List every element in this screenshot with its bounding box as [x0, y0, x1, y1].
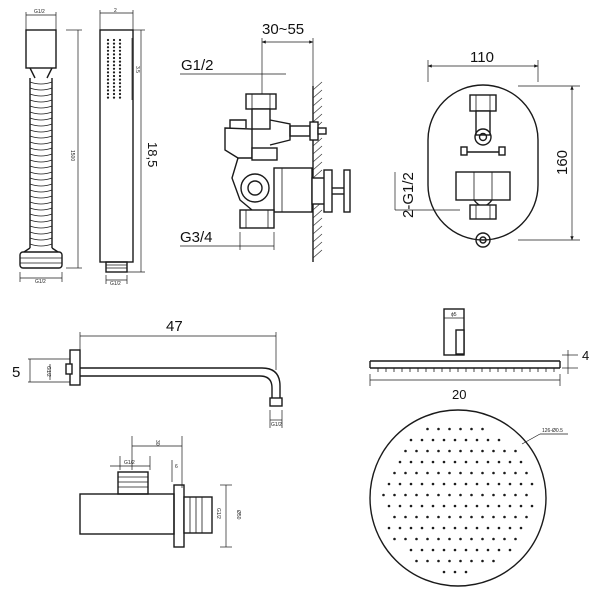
wall-outlet-drawing: 30 G1/2 6 G1/2 Ø50	[79, 436, 241, 548]
hose-bottom-thread-label: G1/2	[35, 279, 46, 285]
outlet-six-label: 6	[175, 464, 178, 470]
nozzle-count-label: 126-Ø0.5	[542, 428, 563, 434]
head-diameter-label: 20	[452, 387, 466, 402]
hose-length-label: 1500	[69, 150, 75, 161]
overhead-shower-face-view: 126-Ø0.5	[369, 409, 568, 587]
outlet-depth-label: 30	[154, 440, 160, 446]
mixer-side-view: 30~55 G1/2 G3/4	[180, 21, 351, 262]
arm-wall-thread-label: G1/2	[45, 366, 51, 377]
hand-shower-drawing: 2 3.5 G1/2 18,5	[99, 8, 160, 287]
plate-height-label: 160	[554, 150, 571, 175]
bottom-outlet-thread-label: G3/4	[180, 229, 213, 246]
outlet-side-thread-label: G1/2	[215, 508, 221, 519]
hand-thread-label: G1/2	[110, 281, 121, 287]
shower-arm-drawing: 47 5 G1/2 G1/2	[12, 318, 283, 428]
hand-spray-dim-label: 3.5	[134, 66, 140, 73]
plate-width-label: 110	[470, 49, 494, 66]
overhead-shower-side-view: ϕ5 4 20	[369, 308, 589, 402]
depth-range-label: 30~55	[262, 21, 304, 38]
outlet-flange-dia-label: Ø50	[235, 510, 241, 520]
outlet-top-thread-label: G1/2	[124, 460, 135, 466]
head-top-label: ϕ5	[451, 312, 457, 318]
hose-top-thread-label: G1/2	[34, 9, 45, 15]
arm-drop-label: 5	[12, 364, 20, 381]
arm-end-thread-label: G1/2	[271, 422, 282, 428]
mixer-front-view: 110 160 2-G1/2	[394, 49, 580, 248]
hand-length-label: 18,5	[145, 142, 160, 167]
top-inlet-thread-label: G1/2	[181, 57, 214, 74]
head-thickness-label: 4	[582, 348, 589, 363]
hand-top-dim-label: 2	[114, 8, 117, 14]
inlets-thread-label: 2-G1/2	[400, 172, 417, 218]
hose-drawing: G1/2 G1/2 1500	[19, 9, 82, 285]
arm-length-label: 47	[166, 318, 183, 335]
